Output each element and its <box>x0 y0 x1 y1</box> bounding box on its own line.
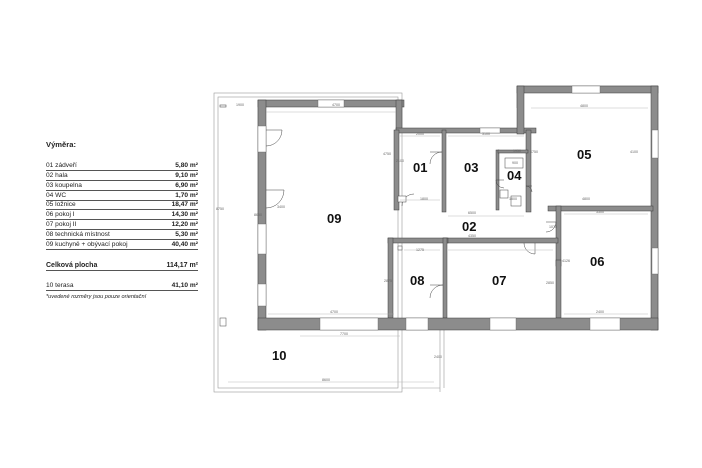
area-row: 01 zádveří 5,80 m² <box>46 161 198 171</box>
area-row-label: 04 WC <box>46 191 67 199</box>
area-row-label: 07 pokoj II <box>46 221 77 229</box>
area-row-value: 40,40 m² <box>171 241 198 249</box>
area-row-label: 08 technická místnost <box>46 231 110 239</box>
area-terrace-label: 10 terasa <box>46 281 74 289</box>
dim-label: 2400 <box>596 310 604 314</box>
dim-label: 4700 <box>330 310 338 314</box>
dim-label: 8600 <box>322 378 330 382</box>
dim-label: 7700 <box>340 332 348 336</box>
dim-label: 2850 <box>546 281 554 285</box>
dim-label: 1950 <box>513 149 521 153</box>
area-note: *uvedené rozměry jsou pouze orientační <box>46 293 147 300</box>
area-row-value: 18,47 m² <box>171 201 198 209</box>
room-label-06: 06 <box>590 254 604 269</box>
room-label-01: 01 <box>413 160 427 175</box>
dim-label: 8750 <box>216 207 224 211</box>
dim-label: 2400 <box>434 355 442 359</box>
terrace <box>219 104 227 108</box>
room-label-02: 02 <box>462 219 476 234</box>
dim-label: 1800 <box>420 197 428 201</box>
dimension-labels: 1900 4700 2000 3100 4800 4100 4750 2100 … <box>216 103 638 382</box>
area-row-value: 9,10 m² <box>175 171 198 179</box>
room-label-05: 05 <box>577 147 591 162</box>
room-label-10: 10 <box>272 348 286 363</box>
area-row-value: 12,20 m² <box>171 221 198 229</box>
area-row: 09 kuchyně + obývací pokoj 40,40 m² <box>46 240 198 251</box>
dim-label: 900 <box>512 161 518 165</box>
area-row: 08 technická místnost 5,30 m² <box>46 230 198 241</box>
dim-label: 4700 <box>332 103 340 107</box>
dim-label: 4350 <box>468 234 476 238</box>
area-row: 04 WC 1,70 m² <box>46 191 198 201</box>
room-label-07: 07 <box>492 273 506 288</box>
area-row: 06 pokoj I 14,30 m² <box>46 210 198 221</box>
area-terrace-value: 41,10 m² <box>171 281 198 289</box>
dimension-lines <box>228 107 648 383</box>
dim-label: 4750 <box>383 152 391 156</box>
dim-label: 1075 <box>549 225 557 229</box>
dim-label: 6500 <box>468 211 476 215</box>
area-row-label: 05 ložnice <box>46 201 76 209</box>
area-row-label: 03 koupelna <box>46 181 82 189</box>
dim-label: 4100 <box>630 150 638 154</box>
dim-label: 8650 <box>254 213 262 217</box>
area-row-label: 06 pokoj I <box>46 211 75 219</box>
area-row: 02 hala 9,10 m² <box>46 171 198 181</box>
area-row: 05 ložnice 18,47 m² <box>46 201 198 211</box>
area-table-title: Výměra: <box>46 140 76 149</box>
room-label-03: 03 <box>464 160 478 175</box>
area-row-label: 09 kuchyně + obývací pokoj <box>46 241 128 249</box>
dim-label: 4800 <box>582 197 590 201</box>
dim-label: 4126 <box>562 259 570 263</box>
area-total-row: Celková plocha 114,17 m² <box>46 261 198 271</box>
area-row-value: 6,90 m² <box>175 181 198 189</box>
dim-label: 2100 <box>396 159 404 163</box>
dim-label: 1900 <box>236 103 244 107</box>
area-row-label: 01 zádveří <box>46 161 77 169</box>
walls <box>257 85 659 331</box>
dim-label: 1275 <box>416 248 424 252</box>
dim-label: 3400 <box>277 205 285 209</box>
area-row: 03 koupelna 6,90 m² <box>46 181 198 191</box>
area-terrace-row: 10 terasa 41,10 m² <box>46 281 198 291</box>
dim-label: 2000 <box>416 132 424 136</box>
room-labels: 01 03 04 05 09 02 06 08 07 10 <box>272 147 604 363</box>
fixtures <box>219 157 524 327</box>
area-row-value: 5,30 m² <box>175 231 198 239</box>
area-row-value: 14,30 m² <box>171 211 198 219</box>
dim-label: 1800 <box>509 197 517 201</box>
dim-label: 2875 <box>384 279 392 283</box>
dim-label: 3300 <box>596 210 604 214</box>
area-table: Výměra: 01 zádveří 5,80 m² 02 hala 9,10 m²… <box>46 140 198 300</box>
area-total-label: Celková plocha <box>46 261 98 269</box>
area-row-value: 5,80 m² <box>175 161 198 169</box>
room-label-04: 04 <box>507 168 522 183</box>
dim-label: 3100 <box>482 132 490 136</box>
area-row-label: 02 hala <box>46 171 68 179</box>
area-row: 07 pokoj II 12,20 m² <box>46 220 198 231</box>
dim-label: 4800 <box>580 104 588 108</box>
room-label-08: 08 <box>410 273 424 288</box>
windows <box>257 85 659 331</box>
area-row-value: 1,70 m² <box>175 191 198 199</box>
dim-label: 4750 <box>530 150 538 154</box>
area-total-value: 114,17 m² <box>166 261 198 269</box>
room-label-09: 09 <box>327 211 341 226</box>
